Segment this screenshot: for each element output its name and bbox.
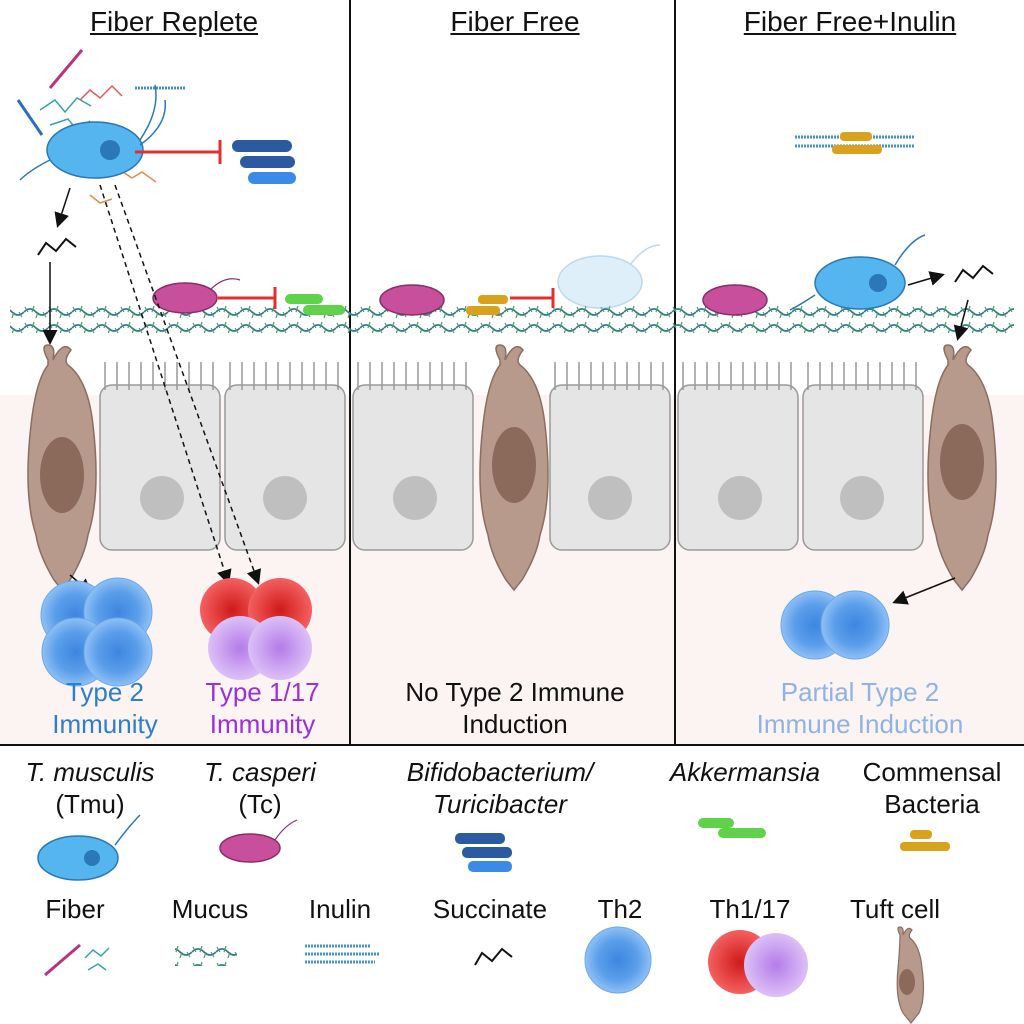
legend-succinate-icon [474,947,513,966]
legend-inulin-label: Inulin [308,894,372,924]
legend-line-2: Turicibacter [433,789,567,819]
legend-bifido-icon [455,833,512,872]
panel-title-fiber-free: Fiber Free [450,6,580,37]
legend-akkermansia-label: Akkermansia [669,757,821,787]
akkermansia-cluster [285,294,345,315]
legend-line-2: Bacteria [884,789,980,819]
outcome-line-1: Partial Type 2 [780,677,940,707]
legend-commensal-label: Commensal Bacteria [840,756,1024,820]
epithelial-layer [99,384,924,551]
legend-inulin-icon [305,944,380,964]
tuft-cell [927,344,997,592]
legend-tmu-label: T. musculis (Tmu) [0,756,180,820]
legend-bifido-label: Bifidobacterium/ Turicibacter [360,756,640,820]
th117-cluster [200,578,312,680]
epithelial-cell [802,384,924,551]
tmu-protist [789,234,926,311]
tuft-cell [479,344,549,592]
commensal-cluster [466,295,508,315]
outcome-line-1: Type 1/17 [205,677,320,707]
legend-line-1: T. musculis [25,757,155,787]
legend-mucus-icon [175,946,237,966]
epithelial-cell [549,384,671,551]
legend-line-2: (Tc) [238,789,282,819]
outcome-partial-type2: Partial Type 2 Immune Induction [700,676,1020,740]
outcome-line-2: Immunity [52,709,158,739]
legend-line-2: (Tmu) [55,789,125,819]
legend-mucus-label: Mucus [171,894,249,924]
th2-cluster-3 [780,590,890,660]
tc-protist [152,278,241,314]
legend-tmu-icon [37,814,141,881]
legend-fiber-icon [44,943,110,977]
outcome-no-type2: No Type 2 Immune Induction [360,676,670,740]
inulin-commensal [795,132,915,154]
legend-tuft-label: Tuft cell [849,894,941,924]
tc-protist [702,284,768,316]
outcome-line-1: No Type 2 Immune [405,677,625,707]
legend-th117-icon [708,930,808,997]
epithelial-cell [352,384,474,551]
tmu-protist [19,84,167,181]
outcome-type2-immunity: Type 2 Immunity [20,676,190,740]
microvilli [104,362,917,390]
tmu-protist-faded [557,244,661,309]
legend-tc-icon [219,819,298,863]
fiber-cluster [16,49,185,204]
outcome-type117-immunity: Type 1/17 Immunity [180,676,345,740]
outcome-line-1: Type 2 [65,677,145,707]
succinate-molecule [37,237,77,256]
tuft-cell [27,344,97,592]
legend-tuft-icon [896,926,925,1024]
succinate-molecule [954,264,994,283]
panel-title-fiber-free-inulin: Fiber Free+Inulin [743,6,957,37]
legend-akkermansia-icon [698,818,766,838]
outcome-line-2: Induction [462,709,568,739]
bifido-cluster [232,140,296,184]
legend-tc-label: T. casperi (Tc) [190,756,330,820]
legend-th2-label: Th2 [597,894,643,924]
outcome-line-2: Immunity [209,709,316,739]
legend-commensal-icon [900,830,950,851]
legend-line-1: Bifidobacterium/ [406,757,594,787]
legend-succinate-label: Succinate [432,894,548,924]
epithelial-cell [99,384,221,551]
panel-title-fiber-replete: Fiber Replete [89,6,259,37]
outcome-line-2: Immune Induction [756,709,964,739]
tc-protist [379,284,445,316]
epithelial-cell [677,384,799,551]
th2-cluster-1 [40,577,153,687]
legend-line-1: T. casperi [204,757,316,787]
legend-th117-label: Th1/17 [709,894,791,924]
legend-fiber-label: Fiber [45,894,105,924]
epithelial-cell [224,384,346,551]
legend-th2-icon [584,926,652,994]
legend-line-1: Commensal [862,757,1002,787]
